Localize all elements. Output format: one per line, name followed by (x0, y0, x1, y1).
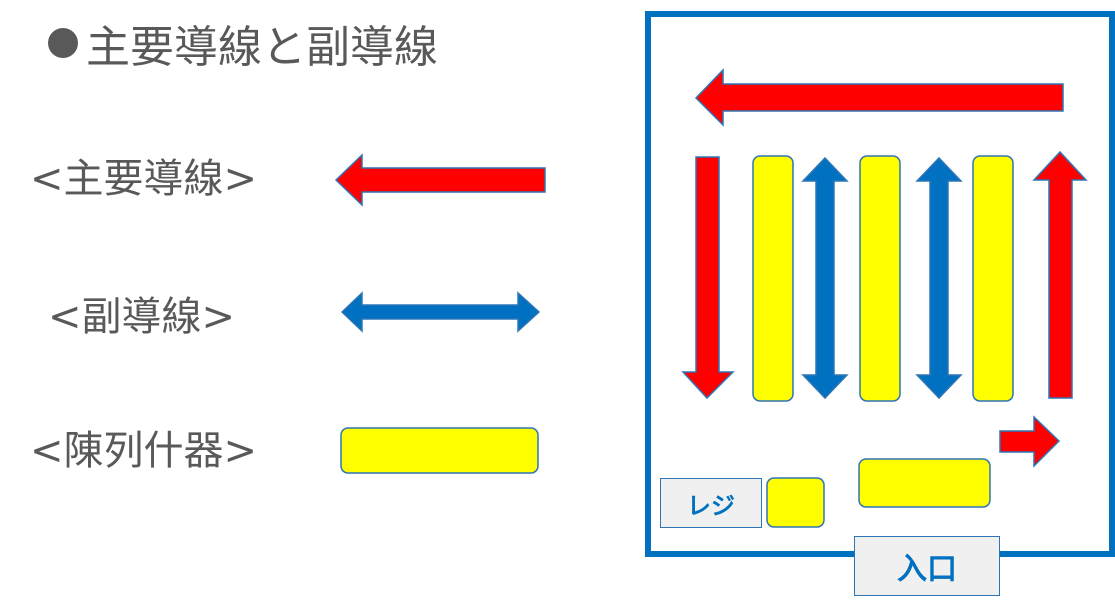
legend-fixture-label: <陳列什器> (30, 428, 258, 474)
bullet-icon (48, 28, 78, 58)
store-main-arrow-top-icon (694, 68, 1064, 127)
legend-sub-label: <副導線> (48, 294, 236, 340)
register-fixture (766, 477, 825, 528)
legend-sub-arrow-icon (340, 291, 541, 333)
front-fixture (858, 458, 991, 508)
entrance-label: 入口 (854, 536, 1000, 596)
store-main-arrow-right-icon (1032, 150, 1088, 399)
store-sub-arrow-1-icon (801, 156, 849, 400)
shelf-2 (859, 155, 901, 402)
page-title-text: 主要導線と副導線 (86, 22, 438, 73)
legend-main-label: <主要導線> (30, 156, 258, 202)
store-entry-arrow-icon (999, 415, 1061, 468)
page-title: 主要導線と副導線 (48, 20, 438, 76)
shelf-3 (972, 155, 1014, 402)
register-label: レジ (660, 478, 762, 528)
store-main-arrow-left-icon (681, 156, 735, 400)
legend-main-arrow-icon (334, 153, 546, 207)
store-sub-arrow-2-icon (915, 156, 963, 400)
legend-fixture-shape (340, 427, 539, 474)
shelf-1 (752, 155, 794, 402)
